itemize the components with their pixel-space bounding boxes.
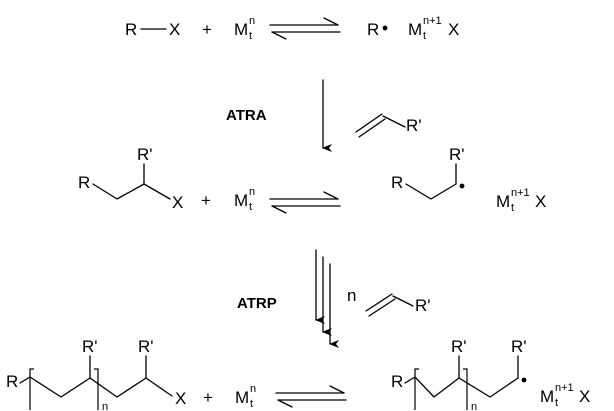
row1-reaction: R X + M t n R M t n+1 X [125, 15, 459, 42]
row2-reaction: R R' X + M t n R R' M t n+1 X [78, 145, 546, 214]
row3-left-n: n [102, 401, 108, 411]
row1-ox-sup: n+1 [423, 15, 442, 27]
row3-metal-sup: n [250, 383, 256, 395]
row3-left-repeat-unit [29, 376, 91, 398]
row3-ox-sup: n+1 [555, 382, 574, 394]
row1-metal-sub: t [249, 30, 252, 42]
atrp-monomer-count: n [347, 286, 356, 305]
row3-left-end-chain [89, 377, 173, 398]
row3-equilibrium-arrows [275, 385, 347, 408]
row3-right-r: R [391, 372, 403, 391]
atrp-monomer-r-prime: R' [415, 296, 431, 315]
row3-right-rp2: R' [511, 337, 527, 356]
row3-metal-sub: t [250, 398, 253, 410]
row3-left-rp2: R' [138, 337, 154, 356]
row1-radical-r: R [367, 20, 379, 39]
atra-step: ATRA R' [226, 79, 422, 152]
row2-left-x: X [172, 193, 183, 212]
row1-reactant-x: X [169, 20, 180, 39]
row2-left-r: R [78, 173, 90, 192]
row2-ox-x: X [535, 192, 546, 211]
row1-radical-dot [382, 25, 388, 31]
row1-metal-sup: n [249, 15, 255, 27]
row1-ox-sub: t [423, 30, 426, 42]
row2-right-r: R [391, 173, 403, 192]
row2-metal-sup: n [249, 186, 255, 198]
row2-left-rp: R' [137, 145, 153, 164]
row1-ox-metal: M [408, 20, 422, 39]
row3-left-rp1: R' [82, 337, 98, 356]
row3-right-n: n [471, 401, 477, 411]
row3-metal: M [235, 388, 249, 407]
row1-reactant-r: R [125, 20, 137, 39]
row3-ox-metal: M [540, 387, 554, 406]
row2-ox-sub: t [511, 202, 514, 214]
atra-monomer [355, 113, 406, 138]
row3-right-bracket-open [414, 368, 419, 410]
row2-right-chain [405, 183, 457, 200]
row3-right-repeat-unit [414, 376, 460, 398]
atra-monomer-r-prime: R' [406, 116, 422, 135]
row3-left-r: R [6, 372, 18, 391]
atrp-monomer [365, 293, 414, 317]
row1-equilibrium-arrows [269, 17, 341, 40]
row2-metal-sub: t [249, 201, 252, 213]
row2-right-rp: R' [449, 145, 465, 164]
row2-ox-metal: M [496, 192, 510, 211]
row2-ox-sup: n+1 [511, 187, 530, 199]
row3-ox-sub: t [555, 397, 558, 409]
row3-plus: + [203, 388, 213, 407]
row3-right-bracket-close [463, 368, 468, 410]
row2-left-chain [92, 183, 171, 200]
row2-metal: M [234, 191, 248, 210]
row3-right-end-chain [458, 377, 519, 398]
row2-equilibrium-arrows [269, 191, 341, 214]
atrp-label: ATRP [237, 295, 277, 312]
row3-radical-dot [521, 377, 527, 383]
row3-right-rp1: R' [451, 337, 467, 356]
row2-plus: + [201, 191, 211, 210]
row3-left-bracket-close [94, 368, 99, 410]
atrp-step: ATRP n R' [237, 249, 431, 348]
row1-metal: M [234, 20, 248, 39]
row2-radical-dot [459, 183, 465, 189]
row3-left-bracket-open [29, 368, 34, 410]
row3-left-x: X [175, 389, 186, 408]
row1-plus: + [202, 20, 212, 39]
atra-label: ATRA [226, 107, 267, 124]
row3-left-chain-start [19, 376, 31, 384]
row3-right-chain-start [404, 376, 416, 384]
row3-ox-x: X [579, 387, 590, 406]
row1-ox-x: X [448, 20, 459, 39]
row3-reaction: R R' n R' X + M t n R R' n R' [6, 337, 590, 411]
